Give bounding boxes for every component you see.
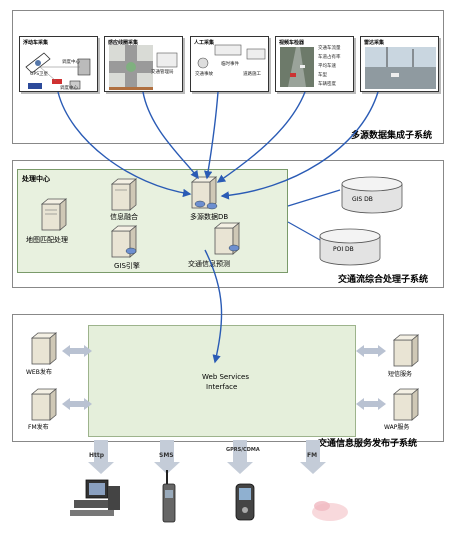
sms-service-label: 短信服务 [388,371,413,378]
channel-label-gprs: GPRS/CDMA [226,447,260,453]
radio-speaker-icon [312,501,348,521]
gis-db-cylinder-icon [341,176,403,214]
computer-icon [70,479,120,516]
radar-illustration [365,47,436,89]
map-matching-server-icon [40,198,68,231]
arrow-db-to-webservices [204,249,223,364]
source-title: 雷达采集 [364,40,385,46]
source-item: 临时事件 [221,62,239,67]
traffic-forecast-label: 交通信息预测 [188,260,230,268]
gis-db-label: GIS DB [352,196,373,203]
channel-arrows [88,440,326,474]
wap-service-label: WAP服务 [384,424,410,431]
source-loop-detector: 感应线圈采集 交通管理局 [104,36,183,92]
source-title: 浮动车采集 [23,40,49,46]
source-item: 道路施工 [243,72,261,77]
gis-engine-label: GIS引擎 [114,262,140,270]
processing-subsystem-label: 交通流综合处理子系统 [338,275,429,285]
gis-engine-server-icon [110,225,138,258]
double-arrow-web [62,345,92,357]
source-item: 调度中心 [62,60,80,65]
channel-label-fm: FM [307,452,318,459]
multi-source-db-server-icon [190,176,218,210]
source-floating-car: 浮动车采集 GPS卫星 调度中心 调度中心 [19,36,98,92]
map-matching-label: 地图匹配处理 [26,236,68,244]
source-video-detector: 视频车检器 交通车流量 车道占有率 平均车速 车型 车辆密度 [275,36,354,92]
source-item: 交通事故 [195,72,213,77]
source-title: 人工采集 [194,40,215,46]
source-item: 车型 [318,73,327,78]
floating-car-illustration [25,52,91,90]
source-radar: 雷达采集 [360,36,439,92]
poi-db-cylinder-icon [319,228,381,266]
source-subsystem-label: 多源数据集成子系统 [351,131,433,141]
double-arrow-fm [62,398,92,410]
web-publish-server-icon [30,332,58,365]
double-arrow-wap [356,398,386,410]
source-item: 车道占有率 [318,55,341,60]
source-item: GPS卫星 [30,72,49,77]
walkie-talkie-icon [162,470,176,523]
web-publish-label: WEB发布 [26,369,52,376]
line-gis-db [287,189,341,207]
arrow-floating-car-to-db [57,91,192,198]
fm-publish-server-icon [30,388,58,421]
arrow-loop-to-db [142,91,199,180]
poi-db-label: POI DB [333,246,354,253]
loop-detector-illustration [109,45,178,90]
processing-center-title: 处理中心 [22,175,50,183]
wap-service-server-icon [392,388,420,421]
source-title: 感应线圈采集 [108,40,139,46]
line-poi-db [287,221,321,241]
channel-label-http: Http [89,452,105,459]
source-item: 平均车速 [318,64,336,69]
arrow-radar-to-db [220,91,379,200]
source-item: 调度中心 [60,86,78,91]
source-item: 交通车流量 [318,46,341,51]
info-fusion-label: 信息融合 [110,213,138,221]
sms-service-server-icon [392,334,420,367]
arrow-manual-to-db [204,91,219,180]
fm-publish-label: FM发布 [28,424,49,431]
mobile-phone-icon [235,483,255,521]
arrow-video-to-db [216,91,306,183]
channel-label-sms: SMS [159,452,174,459]
source-item: 交通管理局 [151,70,174,75]
double-arrow-sms [356,345,386,357]
source-item: 车辆密度 [318,82,336,87]
traffic-forecast-server-icon [213,222,241,255]
manual-illustration [197,44,266,69]
web-services-line-1: Web Services [202,373,250,381]
info-fusion-server-icon [110,178,138,211]
video-detector-illustration [280,47,314,87]
web-services-line-2: Interface [206,383,238,391]
multi-source-db-label: 多源数据DB [190,213,229,221]
source-manual: 人工采集 交通事故 临时事件 道路施工 [190,36,269,92]
source-title: 视频车检器 [279,40,305,46]
web-services-panel [88,325,356,437]
publish-subsystem-label: 交通信息服务发布子系统 [318,439,418,449]
